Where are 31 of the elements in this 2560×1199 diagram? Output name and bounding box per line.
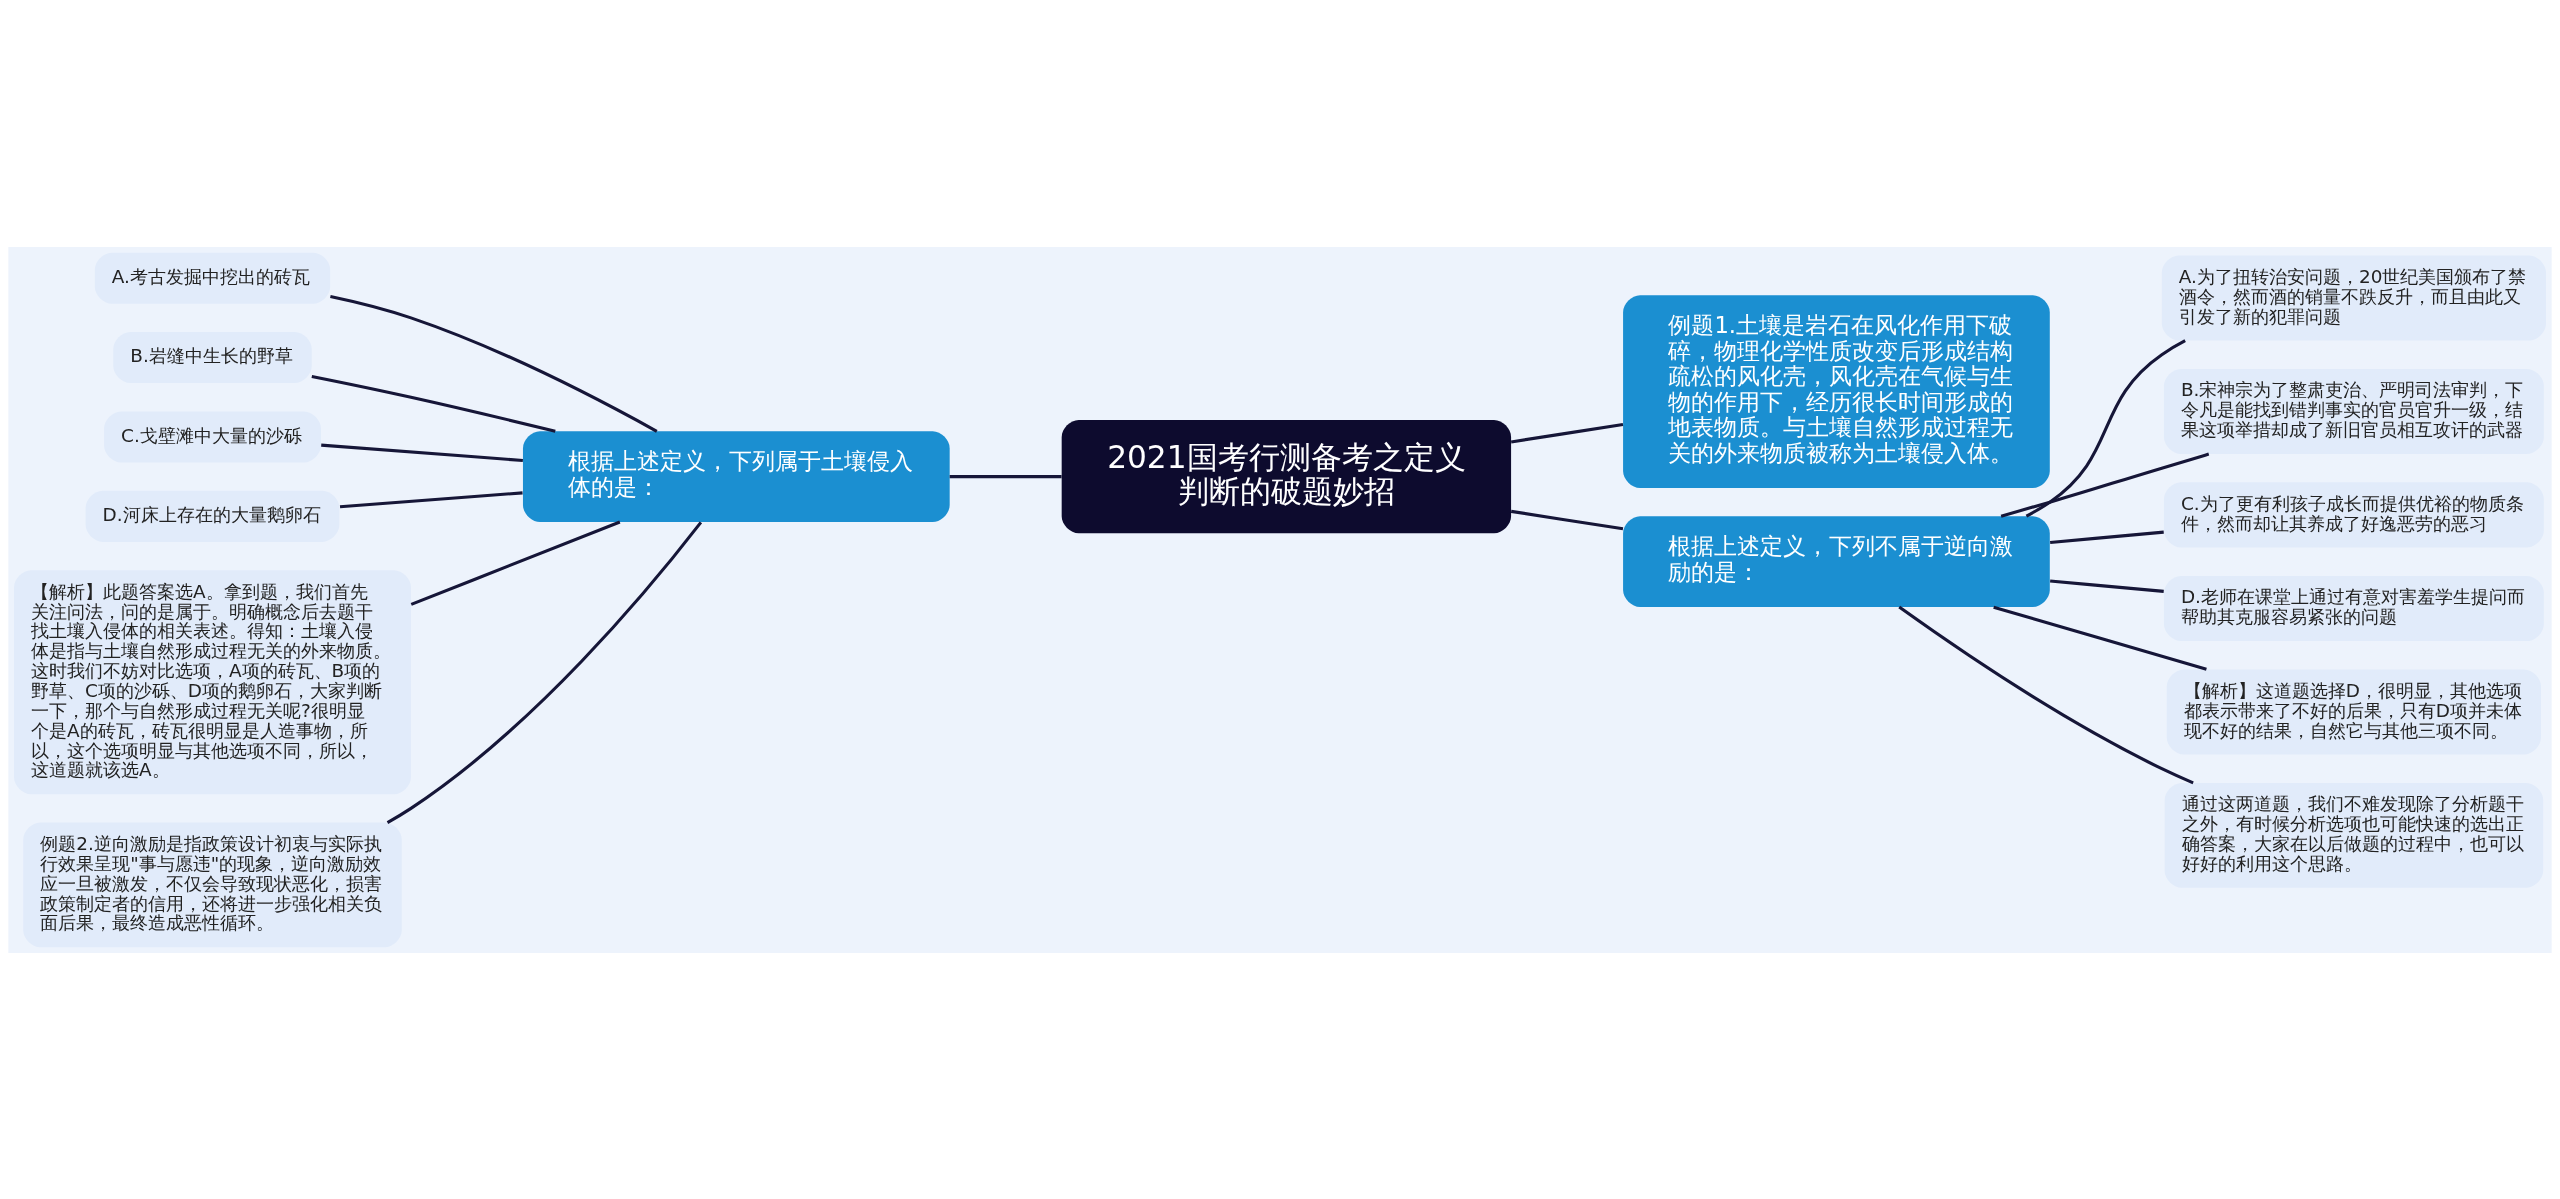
connector [2000,452,2210,518]
connector [2025,338,2186,517]
connector [1510,422,1624,443]
connector [311,374,556,433]
connector [1993,605,2207,671]
connector [321,443,523,462]
node-box: 【解析】这道题选择D，很明显，其他选项都表示带来了不好的后果，只有D项并未体现不好的结果，自然它与其他三项不同。 [2166,668,2541,755]
node-box: A.考古发掘中挖出的砖瓦 [94,252,331,304]
connector [1898,605,2194,784]
connector [949,474,1062,478]
node-box: 【解析】此题答案选A。拿到题，我们首先关注问法，问的是属于。明确概念后去题干找土壤入侵体的相关表述。得知：土壤入侵体是指与土壤自然形成过程无关的外来物质。这时我们不妨对比选项，A项的砖瓦、B项的野草、C项的沙砾、D项的鹅卵石，大家判断一下，那个与自然形成过程无关呢?很明显个是A的砖瓦，砖瓦很明显是人造事物，所以，这个选项明显与其他选项不同，所以，这道题就该选A。 [14,569,411,794]
node-box: 例题2.逆向激励是指政策设计初衷与实际执行效果呈现"事与愿违"的现象，逆向激励效应一旦被激发，不仅会导致现状恶化，损害政策制定者的信用，还将进一步强化相关负面后果，最终造成恶性循环。 [23,822,402,947]
connector [1510,509,1624,530]
connector [330,294,658,433]
node-box: 2021国考行测备考之定义判断的破题妙招 [1061,419,1512,533]
node-box: B.宋神宗为了整肃吏治、严明司法审判，下令凡是能找到错判事实的官员官升一级，结果这项举措却成了新旧官员相互攻讦的武器 [2163,368,2544,454]
node-box: 根据上述定义，下列不属于逆向激励的是： [1623,515,2050,607]
node-box: C.为了更有利孩子成长而提供优裕的物质条件，然而却让其养成了好逸恶劳的恶习 [2163,481,2544,548]
node-box: A.为了扭转治安问题，20世纪美国颁布了禁酒令，然而酒的销量不跌反升，而且由此又引发了新的犯罪问题 [2161,255,2546,341]
connector [339,490,523,508]
node-box: D.老师在课堂上通过有意对害羞学生提问而帮助其克服容易紧张的问题 [2163,575,2544,641]
node-box: B.岩缝中生长的野草 [113,331,312,383]
node-box: 根据上述定义，下列属于土壤侵入体的是： [522,430,950,522]
connector [410,520,621,606]
node-box: C.戈壁滩中大量的沙砾 [104,410,321,462]
connector [386,520,703,824]
node-box: D.河床上存在的大量鹅卵石 [85,490,340,542]
node-box: 例题1.土壤是岩石在风化作用下破碎，物理化学性质改变后形成结构疏松的风化壳，风化壳在气候与生物的作用下，经历很长时间形成的地表物质。与土壤自然形成过程无关的外来物质被称为土壤侵入体。 [1623,294,2050,488]
node-box: 通过这两道题，我们不难发现除了分析题干之外，有时候分析选项也可能快速的选出正确答案，大家在以后做题的过程中，也可以好好的利用这个思路。 [2164,782,2544,888]
connector [2050,578,2164,593]
connector [2050,530,2164,544]
